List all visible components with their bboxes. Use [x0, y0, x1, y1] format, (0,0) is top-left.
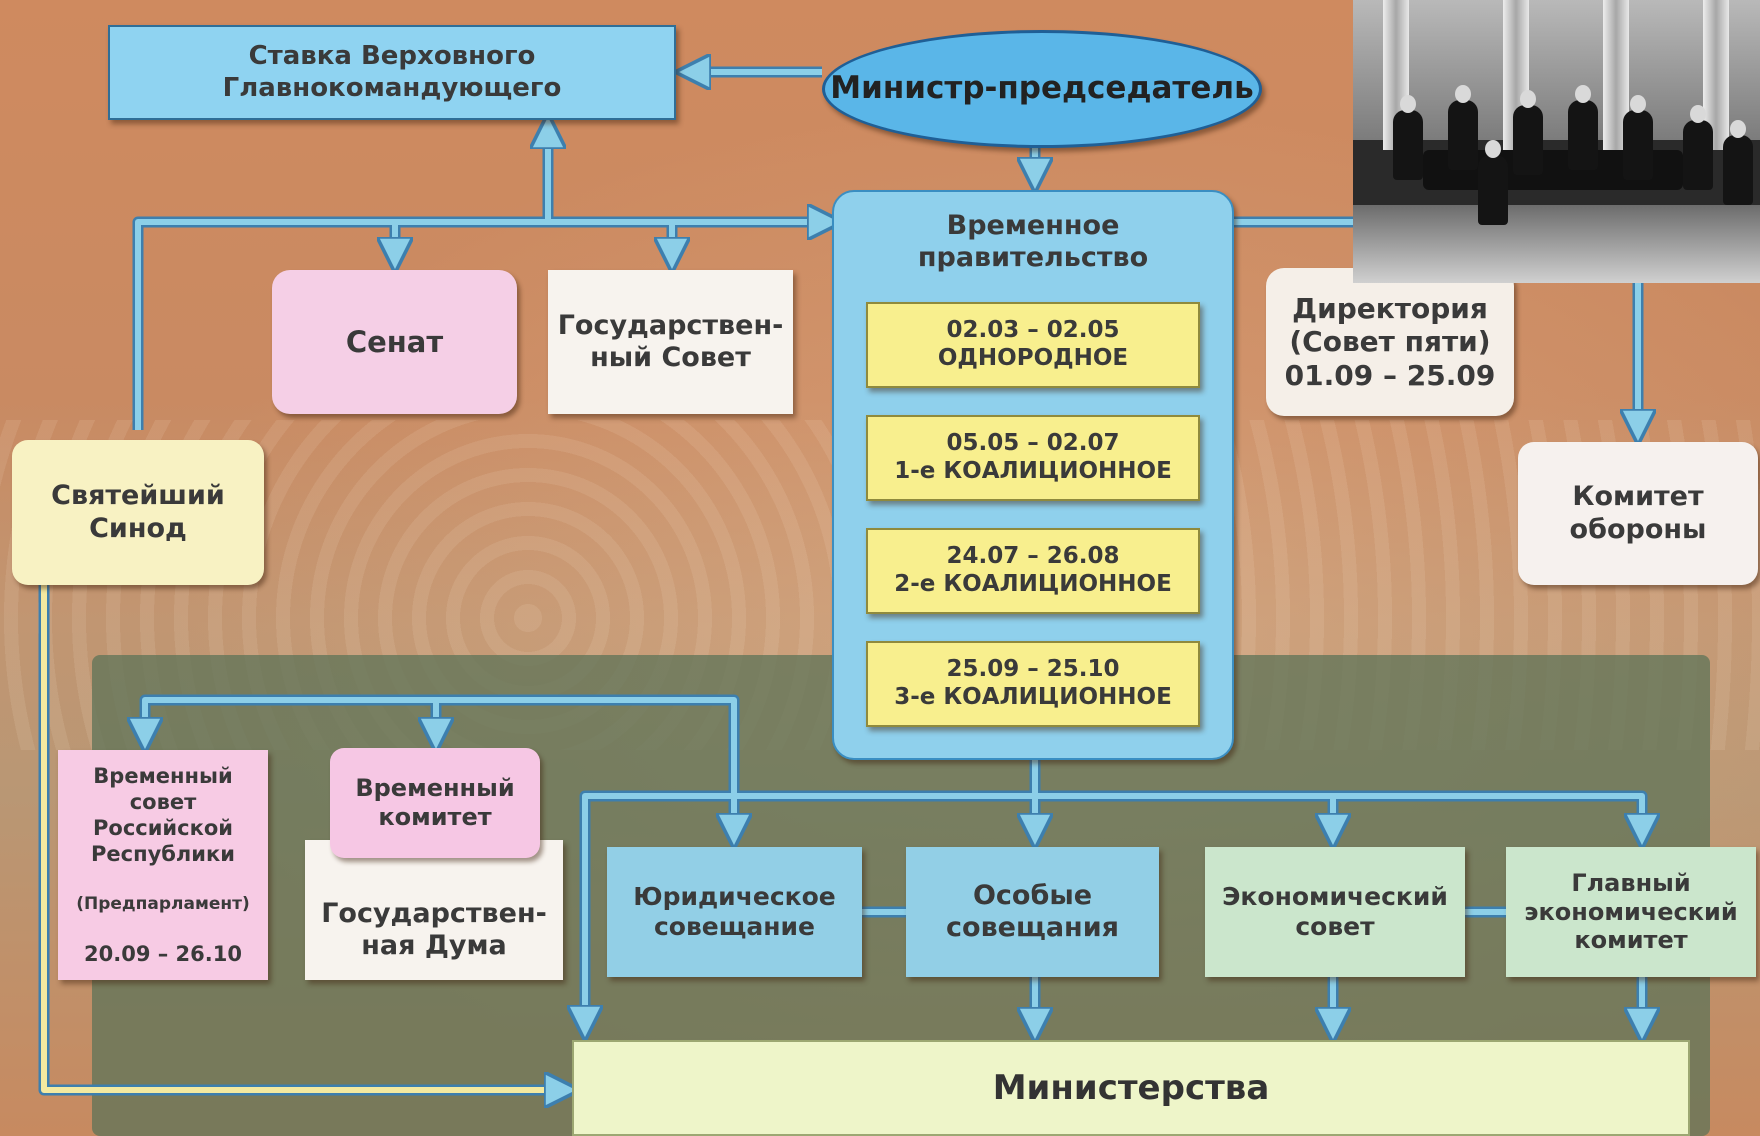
government-period-1: 02.03 – 02.05 ОДНОРОДНОЕ — [866, 302, 1200, 388]
state-council-node: Государствен- ный Совет — [548, 270, 793, 414]
stavka-node: Ставка Верховного Главнокомандующего — [108, 25, 676, 120]
state-duma-node: Государствен- ная Дума — [305, 840, 563, 980]
defense-committee-node: Комитет обороны — [1518, 442, 1758, 585]
ministries-node: Министерства — [572, 1040, 1690, 1136]
vsr-label-group: Временный совет Российской Республики (П… — [76, 736, 250, 994]
government-period-3: 24.07 – 26.08 2-е КОАЛИЦИОННОЕ — [866, 528, 1200, 614]
government-period-4: 25.09 – 25.10 3-е КОАЛИЦИОННОЕ — [866, 641, 1200, 727]
legal-meeting-node: Юридическое совещание — [607, 847, 862, 977]
minister-chairman-node: Министр-председатель — [822, 30, 1262, 148]
holy-synod-node: Святейший Синод — [12, 440, 264, 585]
main-economic-committee-node: Главный экономический комитет — [1506, 847, 1756, 977]
senat-node: Сенат — [272, 270, 517, 414]
government-period-2: 05.05 – 02.07 1-е КОАЛИЦИОННОЕ — [866, 415, 1200, 501]
vsr-dates: 20.09 – 26.10 — [84, 942, 242, 967]
directoria-node: Директория (Совет пяти) 01.09 – 25.09 — [1266, 268, 1514, 416]
special-meetings-node: Особые совещания — [906, 847, 1159, 977]
vsr-preparliament: (Предпарламент) — [76, 893, 250, 914]
historical-photo — [1353, 0, 1760, 283]
provisional-committee-node: Временный комитет — [330, 748, 540, 858]
provisional-council-republic-node: Временный совет Российской Республики (П… — [58, 750, 268, 980]
vsr-title: Временный совет Российской Республики — [90, 763, 235, 867]
economic-council-node: Экономический совет — [1205, 847, 1465, 977]
